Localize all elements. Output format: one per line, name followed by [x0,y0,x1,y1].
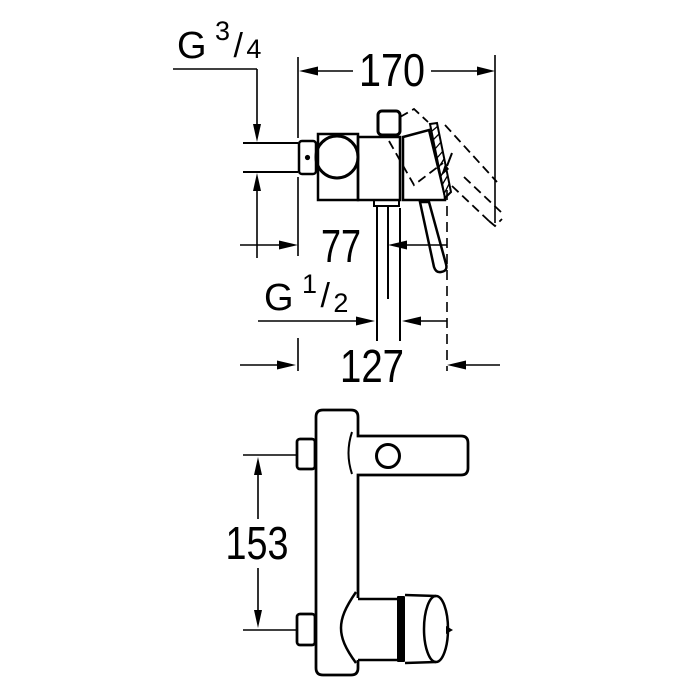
connector-dot [304,154,311,161]
dim-153-arrow-up [254,457,262,475]
top-view [243,107,503,341]
handle-knob-endcap [422,594,450,664]
arm-junction-curve [347,431,353,475]
g34-leader-line [173,68,258,124]
dashed-knob-peak [399,107,429,123]
dim-127-arrow-left [277,360,296,370]
handle-cylinder [358,597,398,662]
g12-arrow-right [402,316,421,326]
dimension-153 [254,457,262,628]
dim-127-label: 127 [340,340,404,392]
g12-arrow-left [356,316,375,326]
top-view-dimensions [173,55,500,371]
handle-ring-band [397,596,405,662]
handle-escutcheon-curve [339,591,358,664]
lever-alt-position-dashed [388,107,503,228]
dim-153-label: 153 [226,517,289,569]
g34-arrow-down [253,124,261,142]
outlet-hole [375,443,401,469]
dim-77-label: 77 [321,220,361,272]
supply-pipe [243,142,298,173]
dimension-77 [240,240,447,250]
dashed-diagonal [444,124,498,183]
outlet-thread-label: G 1 / 2 [264,269,348,319]
inlet-thread-label: G 3 / 4 [177,16,261,67]
front-view [295,408,470,677]
body-block-middle [356,135,402,202]
handle-knob-sides [404,593,437,665]
dim-77-arrow-left [279,240,298,250]
dim-77-arrow-right [388,240,407,250]
lower-wall-nut [295,612,317,647]
front-view-dimensions [243,454,297,631]
rotation-arrow-head [441,164,449,176]
lever-handle [418,200,448,274]
rotation-arrow-shaft [446,152,453,167]
g34-arrow-up [253,173,261,191]
handle-knob-tip [446,626,453,634]
dim-170-arrow-left [299,66,318,76]
dashed-handle-lower [451,185,490,222]
dimension-127 [240,360,500,370]
dashed-chevron [388,140,444,187]
outlet-tab [373,199,400,207]
dimension-170 [299,66,495,76]
dim-127-arrow-right [447,360,466,370]
front-body-outline [314,408,470,677]
outlet-thread-leader [258,316,447,326]
dim-170-arrow-right [477,66,495,76]
swivel-ball [314,134,360,180]
labels: 170 77 127 153 G 3 / 4 G 1 / 2 [177,16,425,569]
top-knob [376,109,402,137]
dashed-handle-cap [488,218,503,228]
dim-153-arrow-down [254,610,262,628]
upper-wall-nut [295,437,317,471]
inlet-thread-leader [173,68,261,258]
dim-170-label: 170 [359,44,425,96]
